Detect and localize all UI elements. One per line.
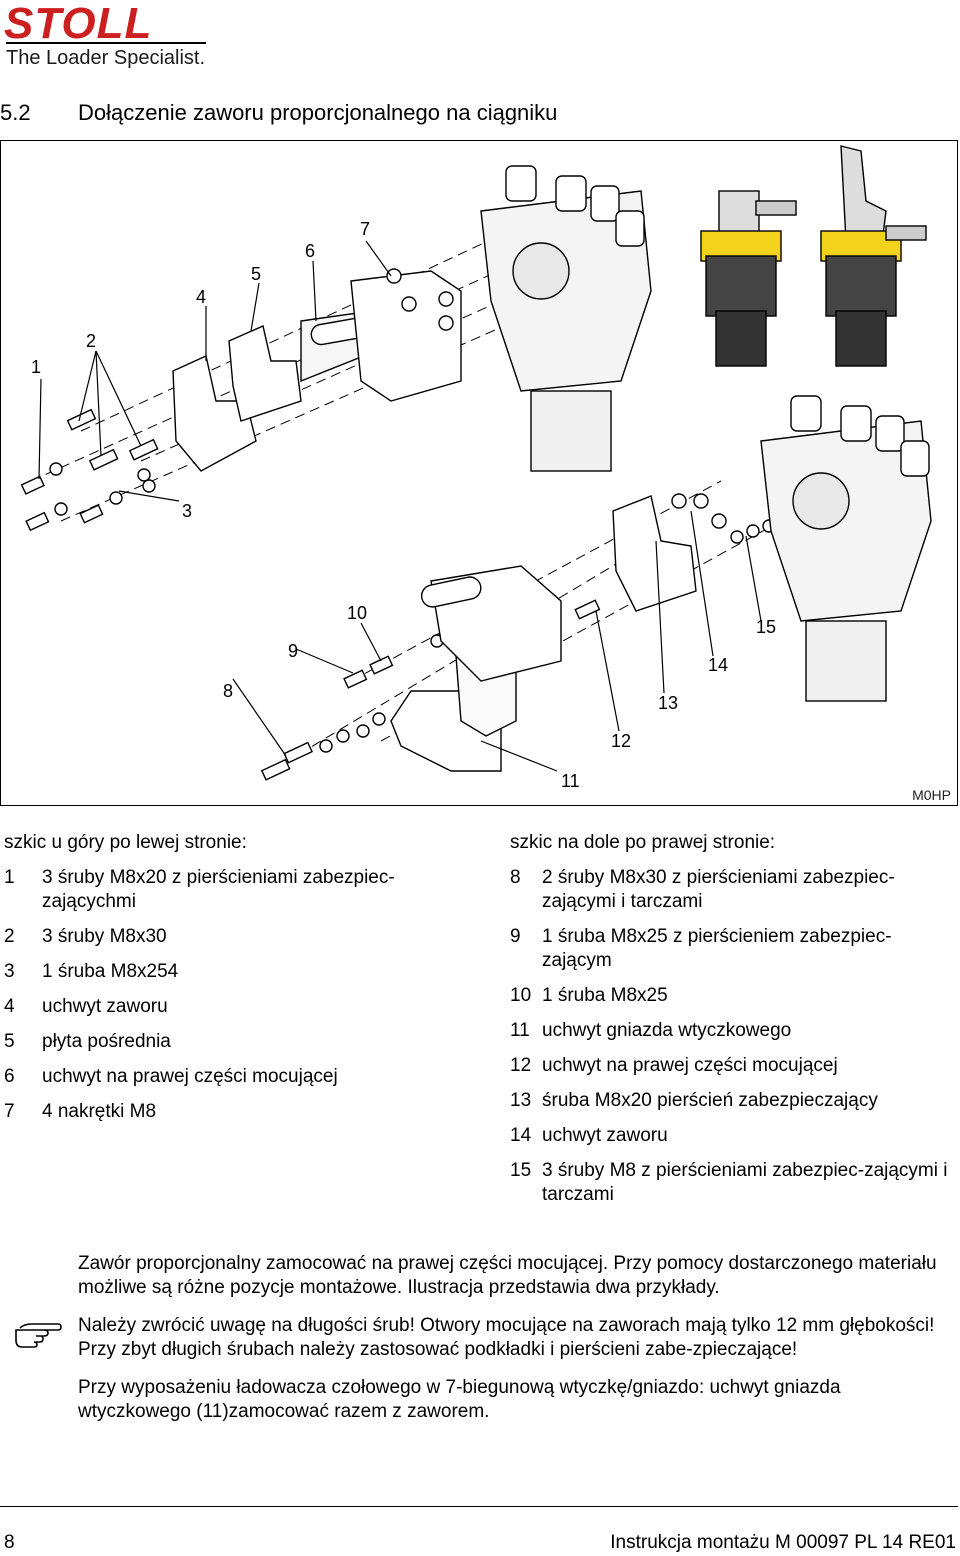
callout-12: 12 — [611, 731, 631, 751]
callout-4: 4 — [196, 287, 206, 307]
legend-number: 5 — [4, 1031, 15, 1052]
legend-number: 14 — [510, 1125, 532, 1146]
legend-number: 7 — [4, 1101, 15, 1122]
section-title: Dołączenie zaworu proporcjonalnego na ci… — [78, 100, 558, 125]
legend-item: 7 4 nakrętki M8 — [4, 1100, 474, 1124]
legend-text: 3 śruby M8 z pierścieniami zabezpiec-zaj… — [542, 1160, 948, 1205]
legend-top-left: szkic u góry po lewej stronie: 1 3 śruby … — [4, 832, 474, 1135]
stoll-logo: STOLL The Loader Specialist. — [4, 2, 214, 72]
legend-number: 11 — [510, 1020, 530, 1041]
logo-underline — [6, 42, 206, 44]
legend-number: 4 — [4, 996, 15, 1017]
legend-item: 8 2 śruby M8x30 z pierścieniami zabezpiec… — [510, 866, 950, 914]
legend-text: uchwyt na prawej części mocującej — [542, 1055, 838, 1076]
legend-number: 2 — [4, 926, 15, 947]
brand-wordmark: STOLL — [4, 0, 153, 48]
callout-leaders — [38, 240, 762, 772]
legend-item: 10 1 śruba M8x25 — [510, 984, 950, 1008]
bolts-group-top — [20, 408, 159, 532]
legend-text: 1 śruba M8x254 — [42, 961, 179, 982]
legend-number: 10 — [510, 985, 532, 1006]
callout-10: 10 — [347, 603, 367, 623]
note-warning: Należy zwrócić uwagę na długości śrub! O… — [78, 1315, 935, 1360]
legend-item: 12 uchwyt na prawej części mocującej — [510, 1054, 950, 1078]
legend-text: uchwyt zaworu — [42, 996, 168, 1017]
legend-heading: szkic u góry po lewej stronie: — [4, 832, 247, 853]
callout-2: 2 — [86, 331, 96, 351]
legend-item: 9 1 śruba M8x25 z pierścieniem zabezpiec-… — [510, 925, 950, 973]
callout-7: 7 — [360, 219, 370, 239]
legend-text: śruba M8x20 pierścień zabezpieczający — [542, 1090, 878, 1111]
callout-3: 3 — [182, 501, 192, 521]
valve-variant-b — [820, 145, 927, 367]
legend-item: 11 uchwyt gniazda wtyczkowego — [510, 1019, 950, 1043]
legend-number: 12 — [510, 1055, 532, 1076]
section-number: 5.2 — [0, 100, 31, 125]
legend-item: 2 3 śruby M8x30 — [4, 925, 474, 949]
legend-number: 13 — [510, 1090, 532, 1111]
proportional-valve-top — [480, 165, 652, 472]
note-paragraph: Przy wyposażeniu ładowacza czołowego w 7… — [78, 1377, 841, 1422]
valve-bracket-bottom — [612, 495, 697, 612]
legend-text: 3 śruby M8x30 — [42, 926, 167, 947]
legend-text: płyta pośrednia — [42, 1031, 171, 1052]
section-heading: 5.2 Dołączenie zaworu proporcjonalnego na… — [0, 100, 557, 126]
legend-item: 6 uchwyt na prawej części mocującej — [4, 1065, 474, 1089]
callout-5: 5 — [251, 264, 261, 284]
callout-11: 11 — [561, 771, 580, 791]
legend-item: 3 1 śruba M8x254 — [4, 960, 474, 984]
legend-text: 1 śruba M8x25 — [542, 985, 668, 1006]
right-mount-plate-top — [350, 270, 462, 402]
legend-text: 2 śruby M8x30 z pierścieniami zabezpiec-… — [542, 867, 895, 912]
assembly-figure: 1 2 3 4 5 6 7 8 9 10 11 12 13 14 15 M0HP — [0, 140, 958, 806]
instruction-notes: Zawór proporcjonalny zamocować na prawej… — [78, 1252, 958, 1438]
legend-item: 15 3 śruby M8 z pierścieniami zabezpiec-z… — [510, 1159, 950, 1207]
figure-code: M0HP — [912, 787, 951, 803]
legend-item: 1 3 śruby M8x20 z pierścieniami zabezpiec… — [4, 866, 474, 914]
brand-tagline: The Loader Specialist. — [6, 47, 206, 69]
intermediate-plate — [228, 325, 302, 422]
nuts-group-bottom — [671, 493, 776, 544]
legend-heading: szkic na dole po prawej stronie: — [510, 832, 776, 853]
valve-variant-a — [700, 190, 797, 367]
legend-number: 3 — [4, 961, 15, 982]
legend-text: uchwyt zaworu — [542, 1125, 668, 1146]
nuts-group — [386, 268, 454, 331]
callout-8: 8 — [223, 681, 233, 701]
callout-13: 13 — [658, 693, 678, 713]
callout-6: 6 — [305, 241, 315, 261]
legend-text: uchwyt na prawej części mocującej — [42, 1066, 338, 1087]
legend-number: 8 — [510, 867, 521, 888]
proportional-valve-bottom — [760, 395, 932, 702]
legend-number: 1 — [4, 867, 15, 888]
legend-bottom-right: szkic na dole po prawej stronie: 8 2 śrub… — [510, 832, 950, 1218]
legend-number: 9 — [510, 926, 521, 947]
note-paragraph: Zawór proporcjonalny zamocować na prawej… — [78, 1253, 937, 1298]
valve-bracket-top — [172, 355, 257, 472]
callout-9: 9 — [288, 641, 298, 661]
legend-item: 5 płyta pośrednia — [4, 1030, 474, 1054]
footer-rule — [0, 1506, 958, 1507]
callout-15: 15 — [756, 617, 776, 637]
legend-number: 15 — [510, 1160, 532, 1181]
document-id: Instrukcja montażu M 00097 PL 14 RE01 — [610, 1532, 956, 1553]
legend-text: 1 śruba M8x25 z pierścieniem zabezpiec-z… — [542, 926, 892, 971]
page-number: 8 — [4, 1532, 15, 1553]
legend-text: uchwyt gniazda wtyczkowego — [542, 1020, 792, 1041]
legend-number: 6 — [4, 1066, 15, 1087]
legend-text: 3 śruby M8x20 z pierścieniami zabezpiec-… — [42, 867, 395, 912]
exploded-view-drawing: 1 2 3 4 5 6 7 8 9 10 11 12 13 14 15 — [20, 145, 932, 791]
legend-item: 14 uchwyt zaworu — [510, 1124, 950, 1148]
legend-text: 4 nakrętki M8 — [42, 1101, 157, 1122]
legend-item: 13 śruba M8x20 pierścień zabezpieczający — [510, 1089, 950, 1113]
bolts-group-bottom — [260, 599, 601, 781]
pointing-hand-icon — [15, 1323, 62, 1348]
callout-14: 14 — [708, 655, 728, 675]
legend-item: 4 uchwyt zaworu — [4, 995, 474, 1019]
callout-1: 1 — [31, 357, 41, 377]
